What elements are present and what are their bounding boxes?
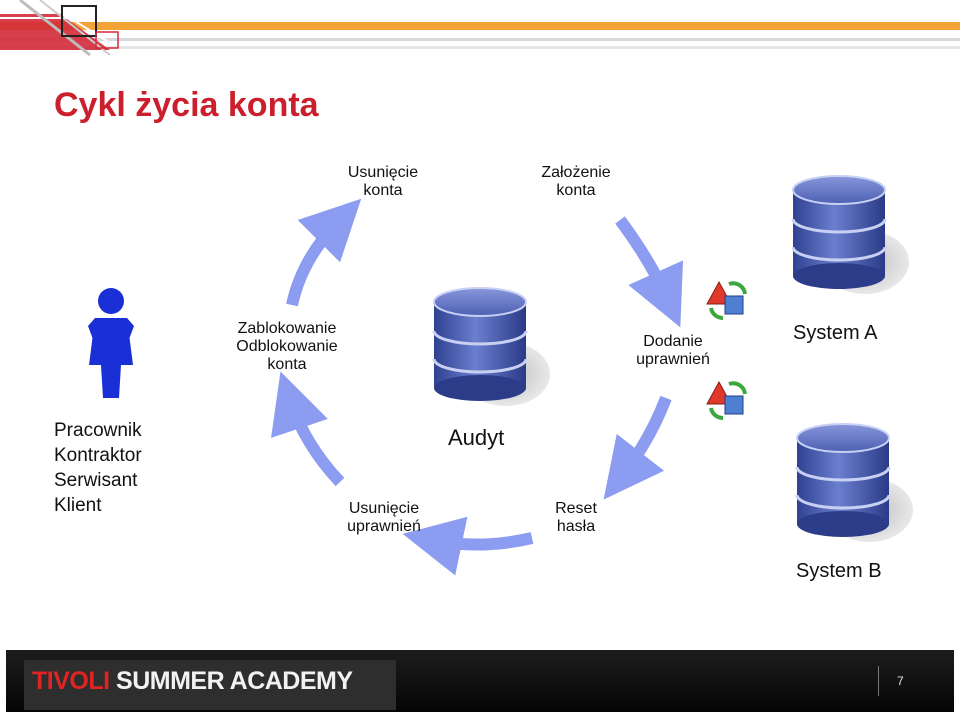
page-number: 7: [897, 674, 904, 688]
role-item: Klient: [54, 495, 102, 516]
header-decoration: [0, 0, 960, 57]
footer-brand-panel: [24, 660, 396, 710]
database-icon-system-a: [791, 174, 911, 296]
permission-icon-2: [705, 380, 747, 421]
system-b-label: System B: [796, 560, 882, 582]
roles-list: Pracownik Kontraktor Serwisant Klient: [54, 418, 142, 518]
label-delete-account: Usunięcie konta: [347, 164, 419, 199]
database-icon-audit: [432, 286, 552, 408]
arrow-create-to-grant: [615, 216, 684, 328]
label-revoke-permissions: Usunięcie uprawnień: [347, 500, 421, 535]
role-item: Serwisant: [54, 470, 138, 491]
role-item: Pracownik: [54, 420, 142, 441]
arrow-reset-to-revoke: [402, 516, 534, 576]
label-lock-unlock-account: Zablokowanie Odblokowanie konta: [236, 320, 338, 373]
slide-title: Cykl życia konta: [54, 86, 319, 124]
role-item: Kontraktor: [54, 445, 142, 466]
label-create-account: Założenie konta: [541, 164, 611, 199]
audit-label: Audyt: [448, 425, 505, 450]
footer-divider: [878, 666, 879, 696]
database-icon-system-b: [795, 422, 915, 544]
label-grant-permissions: Dodanie uprawnień: [636, 333, 710, 368]
person-icon: [88, 288, 134, 398]
system-a-label: System A: [793, 322, 878, 344]
permission-icon-1: [705, 280, 747, 321]
arrow-grant-to-reset: [603, 395, 672, 500]
brand-logo: TIVOLI SUMMER ACADEMY: [32, 667, 353, 695]
arrow-revoke-to-lock: [271, 371, 345, 487]
arrow-lock-to-delete: [286, 198, 362, 307]
label-reset-password: Reset hasła: [555, 500, 597, 535]
